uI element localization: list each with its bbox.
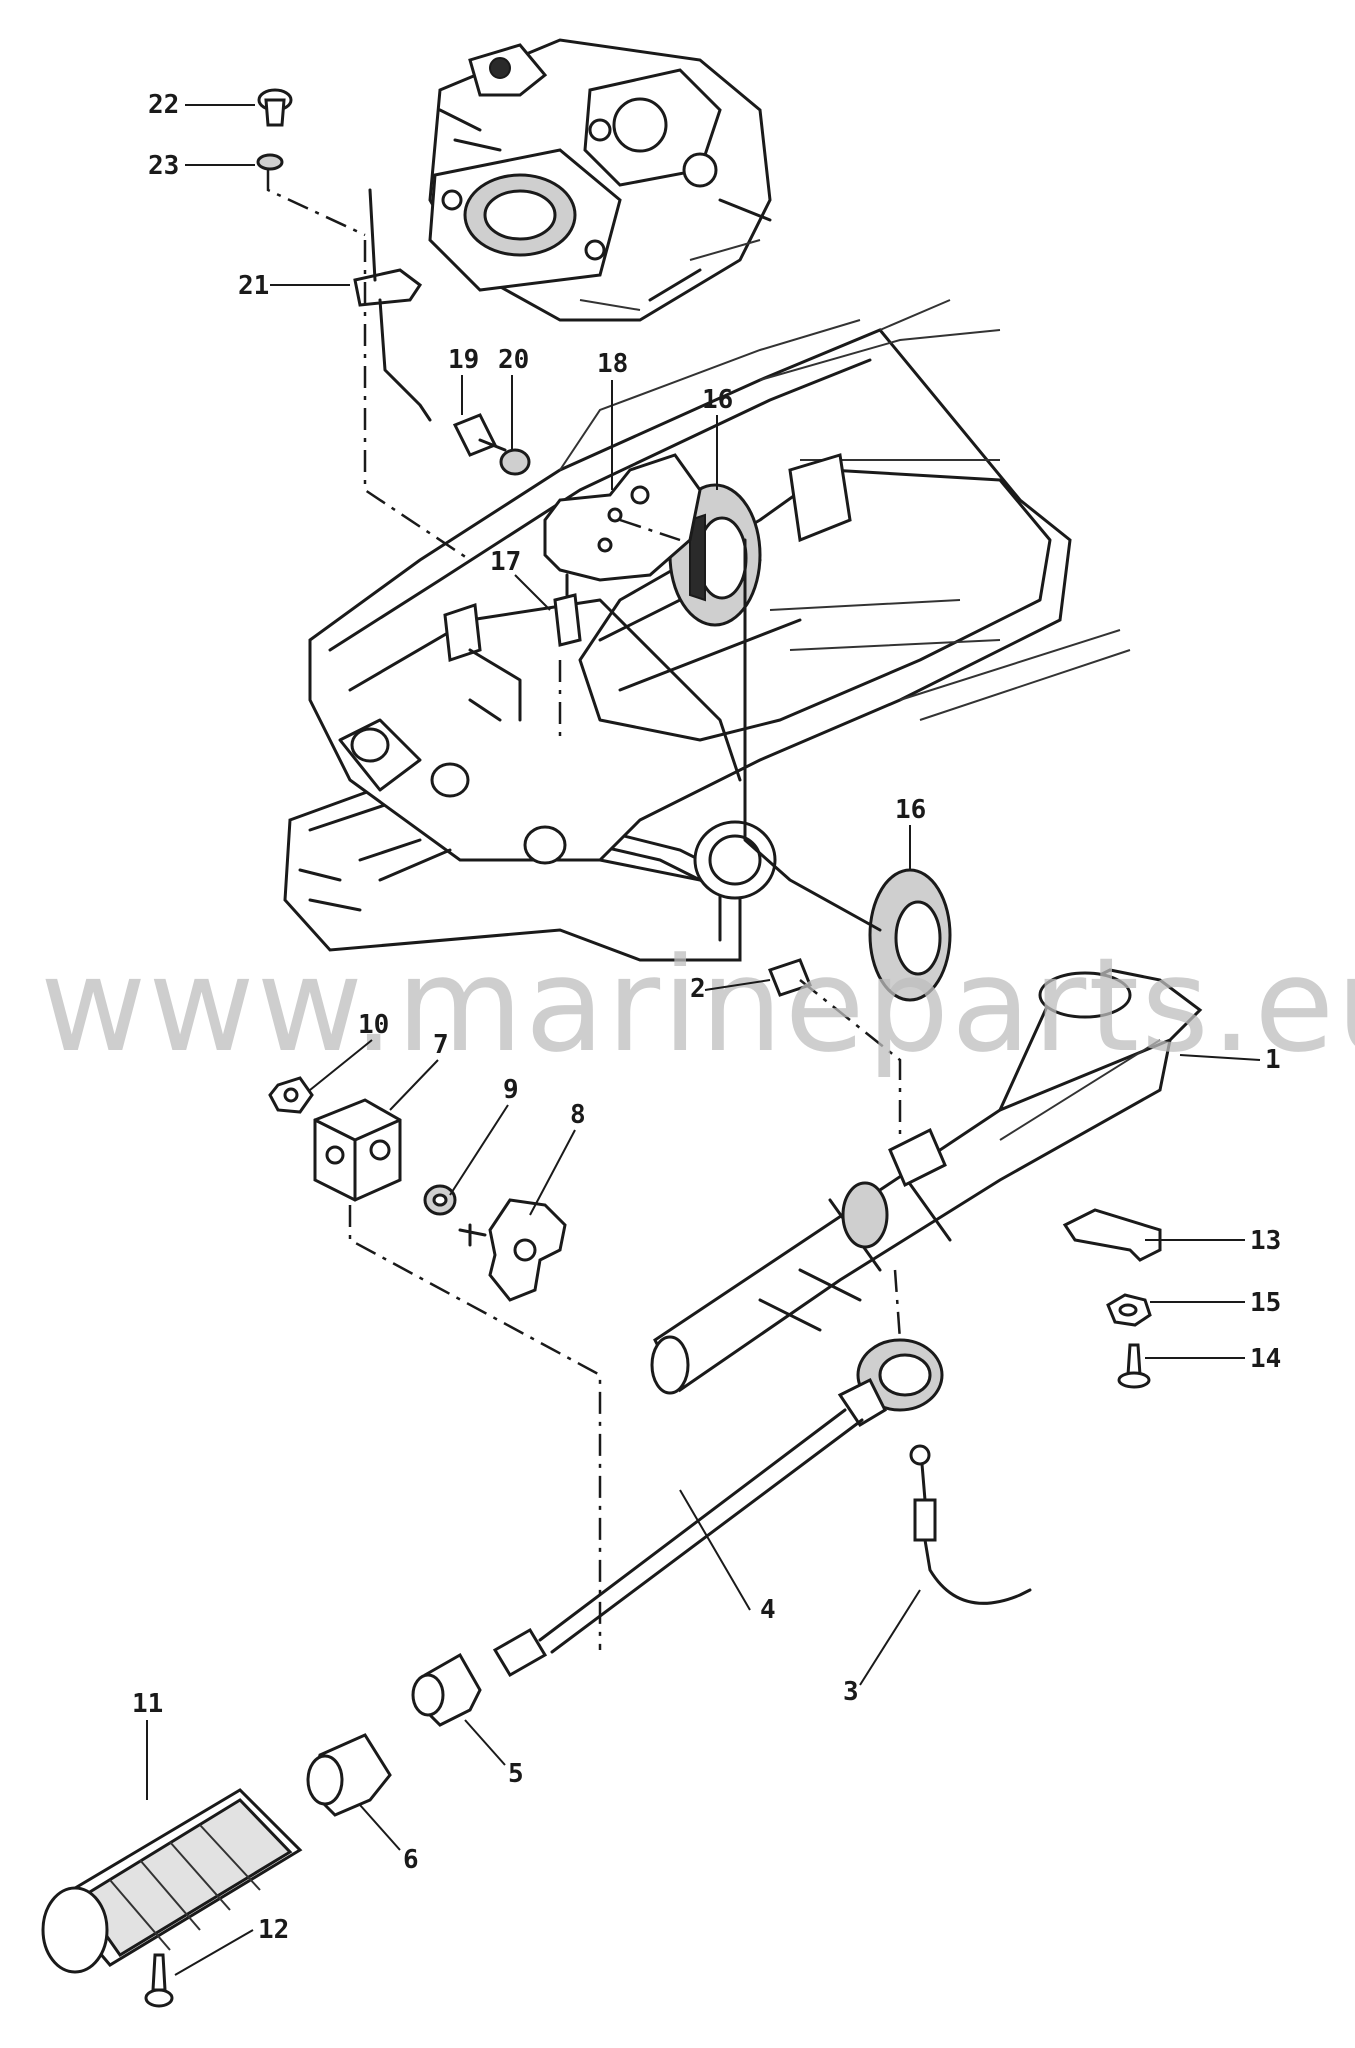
callout-labels: 22 23 21 19 20 18 16 17 16 2 1 10 7 9 8 … bbox=[132, 90, 1281, 1945]
callout-12: 12 bbox=[258, 1915, 289, 1945]
callout-10: 10 bbox=[358, 1010, 389, 1040]
callout-11: 11 bbox=[132, 1689, 163, 1719]
callout-9: 9 bbox=[503, 1075, 519, 1105]
callout-19: 19 bbox=[448, 345, 479, 375]
stop-wire-3 bbox=[909, 1444, 1032, 1605]
tiller-handle-drawing bbox=[650, 968, 1203, 1395]
bushing-5 bbox=[411, 1652, 482, 1727]
clamp-21 bbox=[353, 188, 432, 422]
callout-20: 20 bbox=[498, 345, 529, 375]
washer-9 bbox=[423, 1184, 457, 1216]
callout-18: 18 bbox=[597, 349, 628, 379]
bolt-14 bbox=[1117, 1343, 1151, 1389]
callout-8: 8 bbox=[570, 1100, 586, 1130]
callout-17: 17 bbox=[490, 547, 521, 577]
callout-22: 22 bbox=[148, 90, 179, 120]
screw-12 bbox=[144, 1953, 174, 2008]
nut-10 bbox=[268, 1076, 314, 1114]
callout-6: 6 bbox=[403, 1845, 419, 1875]
block-7 bbox=[313, 1098, 402, 1202]
carburetor-drawing bbox=[428, 38, 772, 322]
grip-11 bbox=[41, 1788, 303, 1974]
callout-1: 1 bbox=[1265, 1045, 1281, 1075]
plate-18 bbox=[543, 453, 702, 582]
friction-plate-13 bbox=[1062, 1208, 1162, 1262]
screw-19 bbox=[452, 413, 507, 457]
callout-15: 15 bbox=[1250, 1288, 1281, 1318]
callout-5: 5 bbox=[508, 1759, 524, 1789]
callout-23: 23 bbox=[148, 151, 179, 181]
assembly-lines bbox=[266, 170, 902, 1650]
throttle-shaft-4 bbox=[492, 1338, 944, 1678]
collar-2 bbox=[768, 958, 812, 997]
callout-7: 7 bbox=[433, 1030, 449, 1060]
bushing-6 bbox=[306, 1733, 392, 1817]
knob-8 bbox=[458, 1198, 567, 1302]
callout-16-lower: 16 bbox=[895, 795, 926, 825]
leader-lines bbox=[146, 104, 1261, 1976]
callout-13: 13 bbox=[1250, 1226, 1281, 1256]
bolt-22 bbox=[257, 88, 293, 127]
callout-16-upper: 16 bbox=[702, 385, 733, 415]
callout-14: 14 bbox=[1250, 1344, 1281, 1374]
callout-3: 3 bbox=[843, 1677, 859, 1707]
watermark-text: www.marineparts.eu bbox=[40, 929, 1355, 1081]
callout-4: 4 bbox=[760, 1595, 776, 1625]
callout-21: 21 bbox=[238, 271, 269, 301]
washer-20 bbox=[499, 448, 531, 476]
stop-switch-17 bbox=[553, 573, 582, 647]
washer-23 bbox=[256, 153, 284, 171]
spacer-16-lower bbox=[868, 868, 952, 1002]
nut-15 bbox=[1106, 1293, 1152, 1327]
callout-2: 2 bbox=[690, 974, 706, 1004]
